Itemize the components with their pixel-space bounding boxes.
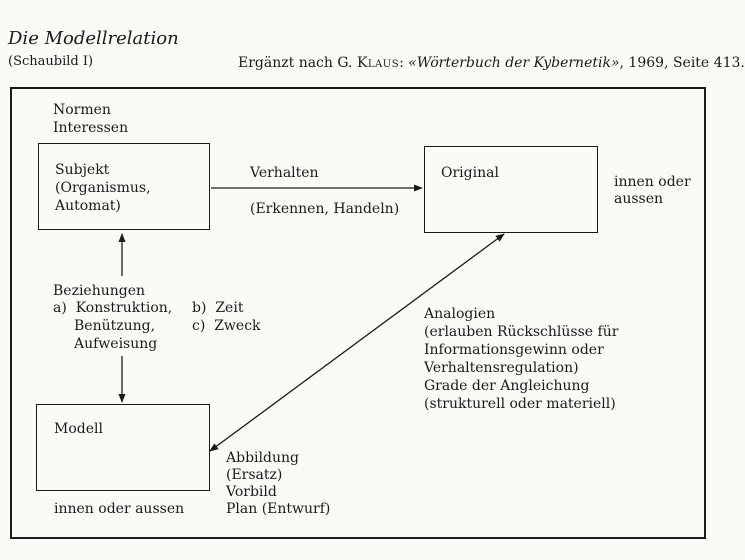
mapping-label: Abbildung [226,450,299,466]
analogies-line-4: Verhaltensregulation) [424,360,579,376]
source-citation: Ergänzt nach G. Klaus: «Wörterbuch der K… [238,54,745,72]
relations-heading: Beziehungen [53,283,146,299]
adaptation-degree: Grade der Angleichung [424,378,590,394]
subject-label: Subjekt [55,162,110,178]
relation-time: b) Zeit [192,300,244,316]
figure-number: (Schaubild I) [8,54,94,69]
relation-purpose: c) Zweck [192,318,261,334]
mapping-substitute: (Ersatz) [226,467,283,483]
source-work: «Wörterbuch der Kybernetik» [408,55,620,71]
analogies-heading: Analogien [424,306,496,322]
diagram-frame [10,87,706,539]
model-location: innen oder aussen [54,501,185,517]
mapping-model: Vorbild [226,484,277,500]
analogies-line-3: Informationsgewinn oder [424,342,604,358]
analogy-double-arrow [209,233,505,452]
original-box [424,146,598,233]
source-prefix: Ergänzt nach G. [238,55,357,71]
norms-label: Normen [53,102,111,118]
source-suffix: , 1969, Seite 413. [619,55,745,71]
relation-construction: a) Konstruktion, [53,300,173,316]
diagram-title: Die Modellrelation [8,28,179,49]
behavior-detail: (Erkennen, Handeln) [250,201,400,217]
interests-label: Interessen [53,120,129,136]
subject-box [38,143,210,230]
relation-indication: Aufweisung [74,336,158,352]
original-location-1: innen oder [614,174,691,190]
original-location-2: aussen [614,191,664,207]
relation-arrows [118,184,505,452]
subject-organism: (Organismus, [55,180,151,196]
source-colon: : [399,55,409,71]
mapping-plan: Plan (Entwurf) [226,501,331,517]
source-author: Klaus [356,55,400,71]
subject-automat: Automat) [55,198,121,214]
adaptation-type: (strukturell oder materiell) [424,396,616,412]
original-label: Original [441,165,499,181]
behavior-label: Verhalten [250,165,319,181]
relation-use: Benützung, [74,318,156,334]
analogies-line-2: (erlauben Rückschlüsse für [424,324,619,340]
model-label: Modell [54,421,103,437]
